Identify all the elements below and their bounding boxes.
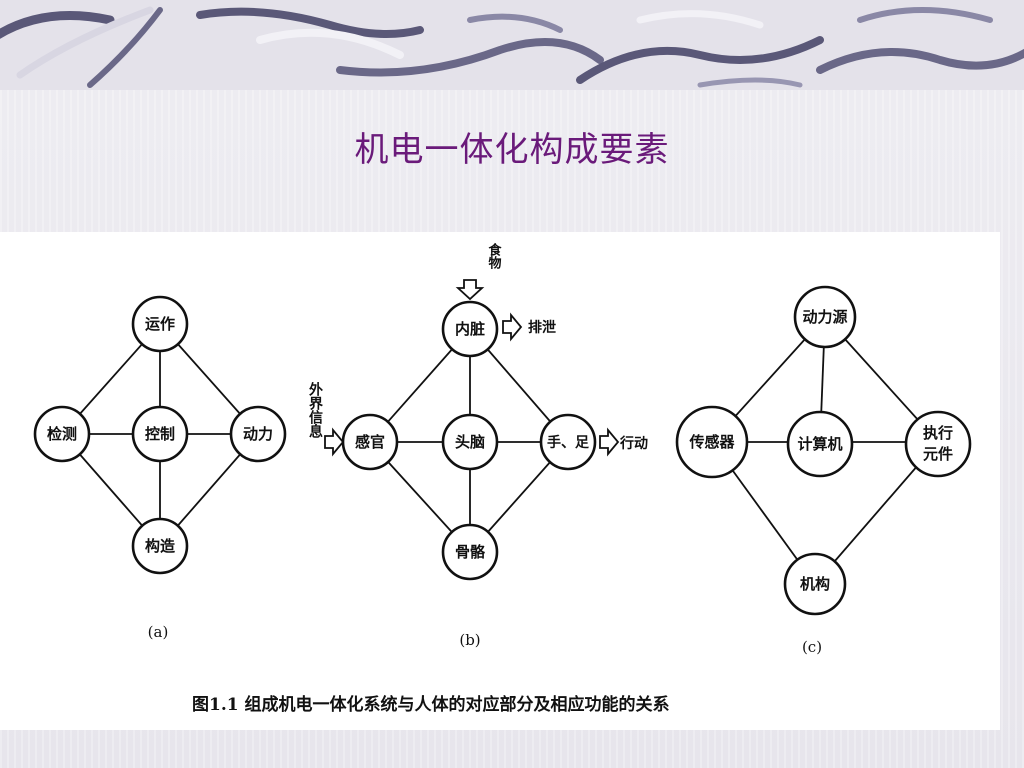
diagram-b-label: (b) [459, 631, 480, 649]
node-a-left-label: 检测 [47, 425, 77, 443]
excretion-label: 排泄 [528, 319, 556, 336]
node-c-bottom-label: 机构 [800, 575, 830, 593]
node-c-left [675, 405, 749, 479]
diagram-a-label: (a) [148, 623, 169, 641]
node-b-top [441, 300, 499, 358]
diagram-c-label: (c) [802, 638, 822, 656]
node-a-top [131, 295, 189, 353]
node-a-center [131, 405, 189, 463]
node-b-left-label: 感官 [355, 433, 385, 451]
node-a-center-label: 控制 [145, 425, 175, 443]
diagram-c: 动力源 传感器 计算机 执行 元件 机构 (c) [675, 285, 972, 656]
node-c-top [793, 285, 857, 349]
node-b-right [539, 413, 597, 471]
node-c-top-label: 动力源 [802, 308, 847, 326]
action-arrow-icon [599, 427, 620, 457]
node-a-bottom-label: 构造 [145, 537, 175, 555]
node-a-left [33, 405, 91, 463]
input-arrow-icon [324, 427, 345, 457]
node-c-bottom [783, 552, 847, 616]
node-c-right-label-line1: 执行 [923, 424, 953, 442]
node-c-left-label: 传感器 [688, 433, 735, 451]
food-label: 食物 [486, 242, 502, 270]
node-c-right [904, 410, 972, 478]
node-c-right-label-line2: 元件 [923, 445, 953, 463]
action-label: 行动 [619, 435, 648, 452]
node-c-center [786, 410, 854, 478]
node-b-top-label: 内脏 [455, 320, 485, 338]
decorative-banner [0, 0, 1024, 90]
node-b-right-label: 手、足 [547, 434, 590, 451]
figure-panel: 运作 检测 控制 动力 构造 (a) 内脏 感官 头脑 手、足 骨骼 [0, 232, 1000, 730]
diagram-b: 内脏 感官 头脑 手、足 骨骼 食物 排泄 外界信息 行动 (b) [307, 242, 648, 649]
node-b-bottom-label: 骨骼 [455, 543, 486, 561]
diagram-a: 运作 检测 控制 动力 构造 (a) [33, 295, 287, 641]
node-a-right-label: 动力 [243, 425, 273, 443]
node-a-right [229, 405, 287, 463]
node-b-center [441, 413, 499, 471]
outside-info-label: 外界信息 [307, 381, 323, 439]
slide-title: 机电一体化构成要素 [354, 130, 670, 170]
food-arrow-icon [455, 279, 485, 301]
node-b-bottom [441, 523, 499, 581]
excretion-arrow-icon [502, 312, 523, 342]
node-c-center-label: 计算机 [797, 435, 842, 453]
figure-diagrams: 运作 检测 控制 动力 构造 (a) 内脏 感官 头脑 手、足 骨骼 [33, 242, 972, 715]
figure-caption: 图1.1 组成机电一体化系统与人体的对应部分及相应功能的关系 [192, 694, 670, 715]
node-a-bottom [131, 517, 189, 575]
node-a-top-label: 运作 [145, 315, 175, 333]
node-b-center-label: 头脑 [455, 433, 485, 451]
